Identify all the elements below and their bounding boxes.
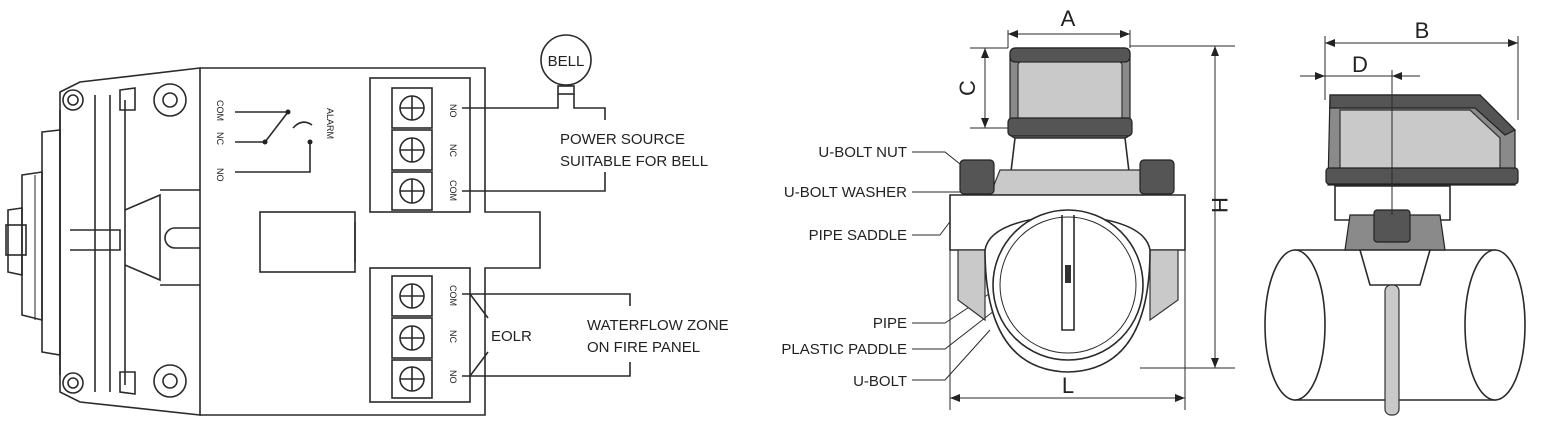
wiring-diagram: NO NC COM COM NC NO COM NC NO ALARM BELL: [5, 34, 729, 416]
bottom-terminal-no: NO: [448, 370, 458, 384]
top-terminal-com: COM: [448, 180, 458, 201]
bell-icon: [540, 34, 592, 86]
front-view: U-BOLT NUT U-BOLT WASHER PIPE SADDLE PIP…: [781, 6, 1235, 410]
switch-mechanism: [5, 67, 201, 416]
dimension-a: A: [1061, 6, 1076, 31]
callout-pipe-saddle: PIPE SADDLE: [809, 227, 907, 244]
callout-u-bolt-nut: U-BOLT NUT: [818, 144, 907, 161]
bottom-terminal-com: COM: [448, 285, 458, 306]
top-terminal-no: NO: [448, 104, 458, 118]
bell-label: BELL: [548, 53, 585, 70]
switch-label-no: NO: [215, 168, 225, 182]
front-saddle: [949, 159, 1186, 322]
front-view-callouts: U-BOLT NUT U-BOLT WASHER PIPE SADDLE PIP…: [781, 144, 1009, 390]
callout-u-bolt: U-BOLT: [853, 373, 907, 390]
switch-label-com: COM: [215, 100, 225, 121]
callout-u-bolt-washer: U-BOLT WASHER: [784, 184, 907, 201]
switch-label-alarm: ALARM: [325, 108, 335, 139]
callout-plastic-paddle: PLASTIC PADDLE: [781, 341, 907, 358]
waterflow-line1: WATERFLOW ZONE: [587, 317, 729, 334]
power-source-line2: SUITABLE FOR BELL: [560, 153, 708, 170]
dimension-d: D: [1352, 52, 1368, 77]
side-dimensions: B D: [1300, 18, 1519, 215]
dimension-b: B: [1415, 18, 1430, 43]
bottom-terminal-nc: NC: [448, 330, 458, 343]
power-source-line1: POWER SOURCE: [560, 131, 685, 148]
eolr-label: EOLR: [491, 328, 532, 345]
switch-label-nc: NC: [215, 132, 225, 145]
dimension-h: H: [1207, 197, 1232, 213]
terminal-screws: [399, 95, 425, 392]
bottom-terminal-labels: COM NC NO: [448, 285, 458, 384]
side-view: B D: [1264, 18, 1526, 416]
waterflow-line2: ON FIRE PANEL: [587, 339, 700, 356]
switch-schematic: COM NC NO ALARM: [215, 100, 335, 182]
eolr-wiring: EOLR WATERFLOW ZONE ON FIRE PANEL: [462, 293, 729, 377]
top-terminal-nc: NC: [448, 144, 458, 157]
terminal-housing: [164, 67, 541, 416]
dimension-c: C: [955, 80, 980, 96]
top-terminal-labels: NO NC COM: [448, 104, 458, 201]
callout-pipe: PIPE: [873, 315, 907, 332]
bell-wiring: BELL POWER SOURCE SUITABLE FOR BELL: [462, 34, 708, 192]
front-pipe: [984, 209, 1151, 373]
front-switch-housing: [989, 47, 1151, 196]
dimension-l: L: [1062, 373, 1074, 398]
front-dimensions: A C H L: [949, 6, 1235, 410]
